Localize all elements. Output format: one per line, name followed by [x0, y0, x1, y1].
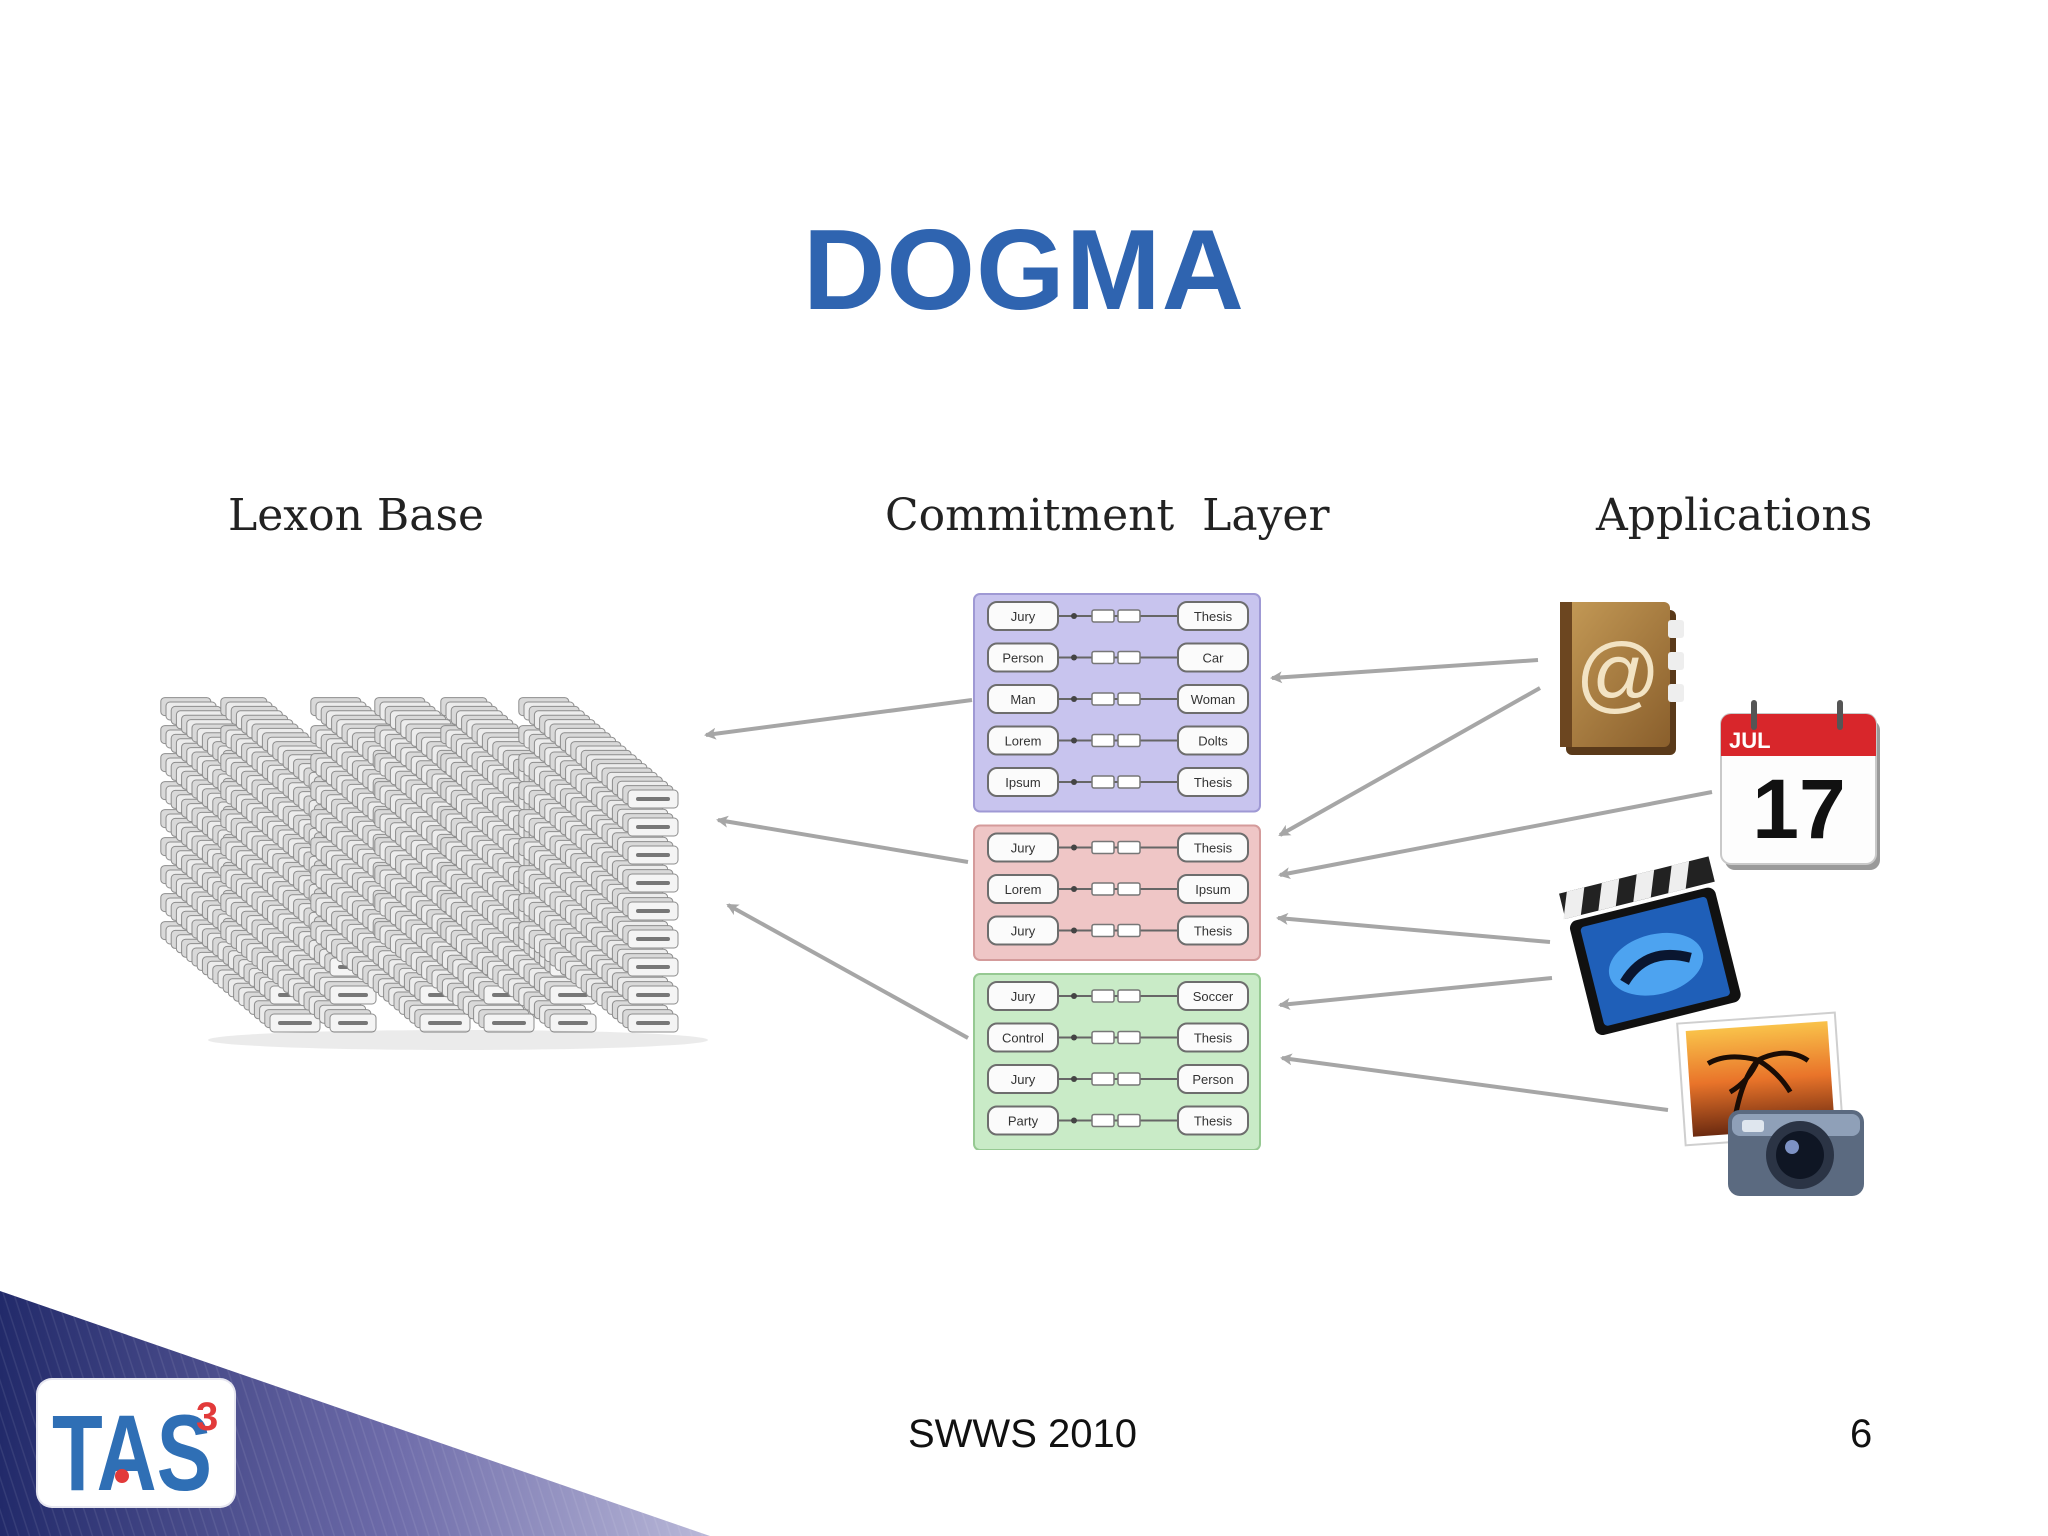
lexon-term-label: Thesis — [1194, 841, 1233, 856]
arrow — [1280, 1053, 1669, 1112]
arrow — [1278, 976, 1553, 1010]
tas3-logo-icon: TAS 3 — [52, 1392, 218, 1513]
label-commitment-layer: Commitment Layer — [885, 490, 1330, 541]
lexon-term-label: Control — [1002, 1031, 1044, 1046]
lexon-term-right: Soccer — [1177, 981, 1249, 1011]
lexon-term-right: Thesis — [1177, 1105, 1249, 1136]
lexon-term-label: Jury — [1011, 989, 1036, 1004]
logo-superscript: 3 — [196, 1395, 218, 1439]
lexon-term-left: Jury — [987, 1064, 1059, 1094]
lexon-term-left: Control — [987, 1022, 1059, 1053]
lexon-term-label: Jury — [1011, 1072, 1036, 1087]
arrow — [726, 903, 969, 1040]
lexon-term-left: Lorem — [987, 725, 1059, 756]
label-lexon-base: Lexon Base — [228, 490, 485, 541]
tas3-logo: TAS 3 — [38, 1380, 234, 1513]
lexon-term-label: Ipsum — [1195, 882, 1230, 897]
lexon-term-label: Thesis — [1194, 609, 1233, 624]
lexon-term-right: Thesis — [1177, 601, 1249, 631]
lexon-term-left: Person — [987, 642, 1059, 673]
slide-title: DOGMA — [803, 207, 1245, 334]
logo-text: TAS — [52, 1392, 212, 1506]
lexon-term-label: Person — [1002, 651, 1043, 666]
lexon-term-right: Thesis — [1177, 915, 1249, 946]
lexon-term-label: Thesis — [1194, 1114, 1233, 1129]
lexon-term-right: Car — [1177, 642, 1249, 673]
lexon-term-label: Car — [1203, 651, 1225, 666]
lexon-term-label: Thesis — [1194, 775, 1233, 790]
page-number: 6 — [1850, 1412, 1873, 1456]
lexon-term-label: Lorem — [1005, 882, 1042, 897]
lexon-term-right: Thesis — [1177, 1022, 1249, 1053]
lexon-term-right: Dolts — [1177, 725, 1249, 756]
calendar-icon: JUL 17 — [1720, 700, 1880, 870]
lexon-term-left: Party — [987, 1105, 1059, 1136]
photo-camera-icon — [1676, 1011, 1864, 1196]
lexon-base-stack — [160, 697, 708, 1050]
lexon-term-left: Ipsum — [987, 767, 1059, 797]
lexon-term-left: Lorem — [987, 874, 1059, 904]
lexon-term-label: Dolts — [1198, 734, 1228, 749]
lexon-term-label: Ipsum — [1005, 775, 1040, 790]
lexon-term-label: Thesis — [1194, 1031, 1233, 1046]
label-applications: Applications — [1596, 490, 1873, 541]
lexon-term-left: Man — [987, 684, 1059, 714]
lexon-column — [518, 697, 679, 1033]
calendar-day: 17 — [1752, 762, 1845, 856]
lexon-term-left: Jury — [987, 601, 1059, 631]
arrow — [1276, 912, 1551, 944]
address-book-icon: @ — [1560, 602, 1684, 755]
movie-clapper-icon — [1559, 856, 1741, 1035]
lexon-term-right: Person — [1177, 1064, 1249, 1094]
lexon-term-label: Party — [1008, 1114, 1039, 1129]
arrow — [716, 815, 969, 864]
arrow — [1278, 686, 1541, 837]
lexon-term-label: Person — [1192, 1072, 1233, 1087]
footer-text: SWWS 2010 — [908, 1412, 1137, 1456]
lexon-term-label: Soccer — [1193, 989, 1234, 1004]
lexon-term-left: Jury — [987, 832, 1059, 863]
lexon-term-label: Lorem — [1005, 734, 1042, 749]
lexon-term-right: Ipsum — [1177, 874, 1249, 904]
at-symbol: @ — [1575, 626, 1660, 720]
calendar-month: JUL — [1729, 728, 1771, 753]
arrow — [704, 698, 973, 740]
arrow — [1270, 658, 1539, 684]
lexon-term-label: Jury — [1011, 609, 1036, 624]
lexon-term-right: Thesis — [1177, 832, 1249, 863]
lexon-term-right: Thesis — [1177, 767, 1249, 797]
lexon-term-left: Jury — [987, 981, 1059, 1011]
lexon-term-label: Jury — [1011, 841, 1036, 856]
lexon-term-label: Man — [1010, 692, 1035, 707]
lexon-term-label: Woman — [1191, 692, 1236, 707]
lexon-term-label: Jury — [1011, 924, 1036, 939]
lexon-term-left: Jury — [987, 915, 1059, 946]
lexon-term-label: Thesis — [1194, 924, 1233, 939]
lexon-term-right: Woman — [1177, 684, 1249, 714]
